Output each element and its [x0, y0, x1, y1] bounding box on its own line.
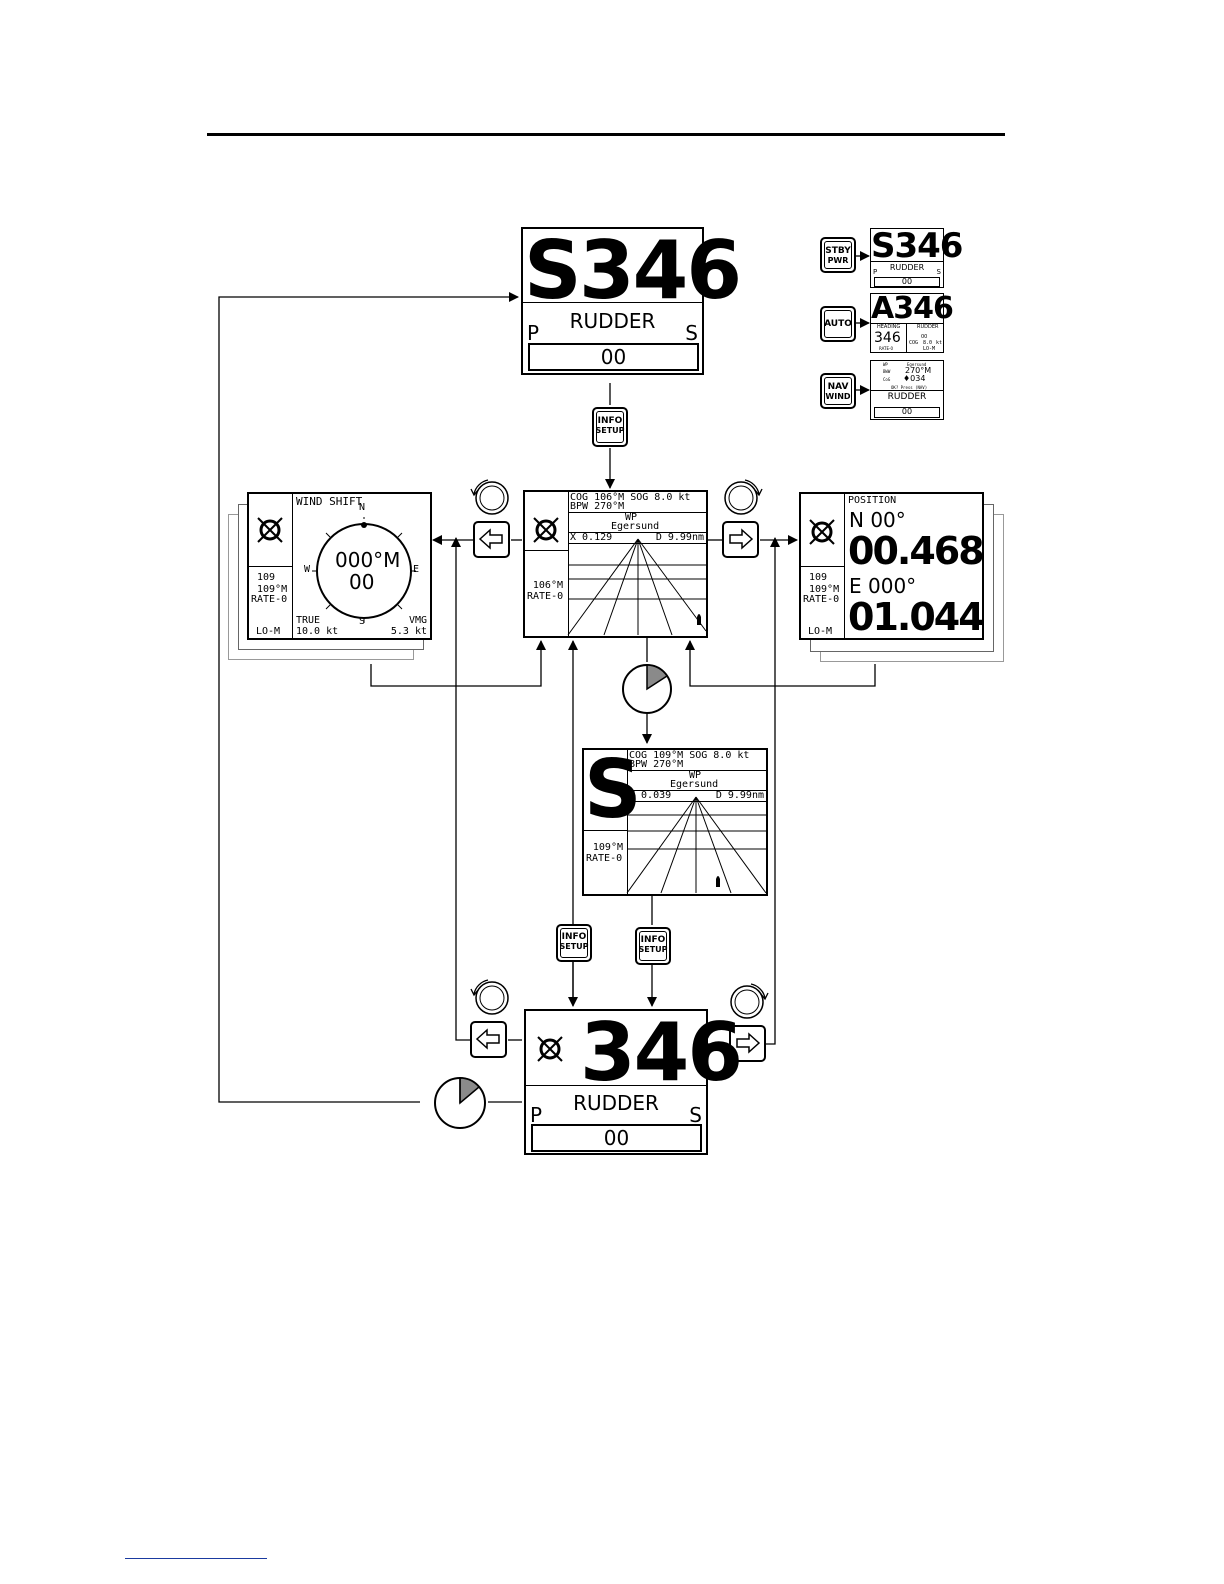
wind-title: WIND SHIFT: [296, 495, 363, 508]
mode-letter: S: [524, 224, 582, 317]
port-label: P: [527, 321, 540, 345]
left-arrow-key[interactable]: [473, 521, 511, 559]
off-course-icon: [809, 519, 835, 545]
off-course-icon: [533, 517, 559, 543]
highway-graphic: [626, 796, 767, 894]
rudder-label: RUDDER: [569, 309, 656, 333]
auto-key[interactable]: AUTO: [820, 306, 856, 342]
rudder-value: 00: [600, 345, 627, 369]
heading-value: 346: [579, 224, 742, 317]
latitude-value: 00.468: [848, 529, 985, 573]
right-arrow-key[interactable]: [722, 521, 760, 559]
stbd-label: S: [685, 321, 698, 345]
legend-nav-thumbnail: WP Egersund BWW 270°M CoG ♦034 OK? Press…: [870, 360, 944, 420]
off-course-icon: [537, 1036, 563, 1062]
knob-cw-icon-bottom[interactable]: [727, 978, 771, 1022]
mode-letter: S: [584, 743, 642, 836]
wind-compass: [312, 517, 416, 623]
knob-ccw-icon-bottom[interactable]: [468, 974, 512, 1018]
rudder-bar: 00: [528, 343, 699, 371]
nav-stby-screen: S 109°M RATE-0 COG 109°M SOG 8.0 kt BPW …: [582, 748, 768, 896]
heading-value: 346: [580, 1006, 743, 1099]
stby-rudder-screen: S 346 RUDDER P S 00: [521, 224, 742, 375]
rudder-bar: 00: [531, 1124, 702, 1152]
legend-auto-thumbnail: A346 HEADING RUDDER 346 RATE-0 00 COG 8.…: [870, 291, 954, 353]
position-title: POSITION: [848, 495, 897, 506]
legend-stby-thumbnail: S346 RUDDER P S 00: [870, 226, 963, 288]
timer-icon-bottom: [434, 1077, 486, 1129]
off-course-icon: [257, 517, 283, 543]
knob-cw-icon[interactable]: [721, 474, 765, 518]
bottom-rudder-screen: 346 RUDDER P S 00: [524, 1009, 743, 1155]
right-arrow-key-bottom[interactable]: [729, 1025, 767, 1063]
knob-ccw-icon[interactable]: [468, 474, 512, 518]
top-rule: [207, 133, 1005, 136]
footnote-rule: [125, 1558, 267, 1559]
highway-graphic: [567, 538, 707, 636]
rudder-label: RUDDER: [573, 1091, 659, 1115]
longitude-value: 01.044: [848, 595, 985, 639]
left-arrow-key-bottom[interactable]: [470, 1021, 508, 1059]
wind-shift-value: 000°M: [335, 548, 401, 572]
nav-screen: 106°M RATE-0 COG 106°M SOG 8.0 kt BPW 27…: [523, 490, 708, 638]
wind-shift-screen: WIND SHIFT 109 109°M RATE-0 LO-M N E S W…: [247, 492, 432, 640]
timer-icon: [622, 664, 672, 714]
position-screen: 109 109°M RATE-0 LO-M POSITION N 00° 00.…: [799, 492, 985, 640]
